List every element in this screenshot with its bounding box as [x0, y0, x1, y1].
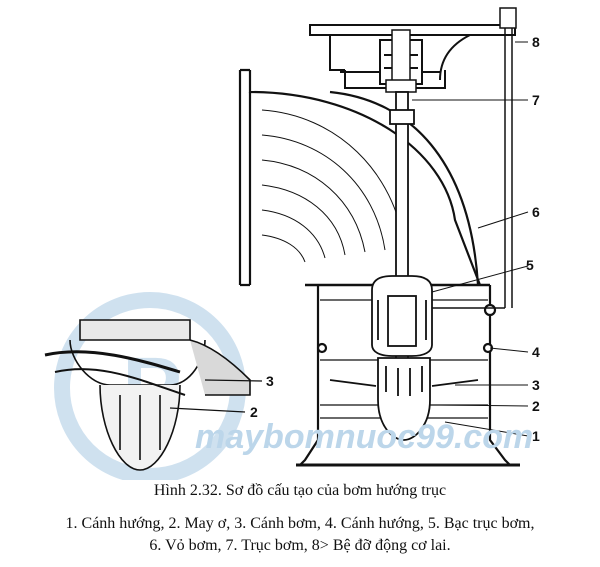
callout-8: 8: [532, 34, 540, 50]
legend-line-2: 6. Vỏ bơm, 7. Trục bơm, 8> Bệ đỡ động cơ…: [149, 537, 451, 554]
inset-impeller: [44, 319, 263, 471]
callout-7: 7: [532, 92, 540, 108]
callout-4: 4: [532, 344, 540, 360]
lubrication-pipe: [432, 7, 517, 309]
pump-casing: [238, 68, 490, 287]
pump-diagram: P: [44, 7, 540, 480]
callout-5: 5: [526, 257, 534, 273]
inset-callout-2: 2: [250, 404, 258, 420]
inset-callout-3: 3: [266, 373, 274, 389]
callout-1: 1: [532, 428, 540, 444]
callout-2: 2: [532, 398, 540, 414]
figure-caption: Hình 2.32. Sơ đồ cấu tạo của bơm hướng t…: [153, 482, 447, 499]
impeller-hub: [329, 357, 479, 441]
shaft-bearing: [371, 275, 433, 357]
motor-support-frame: [309, 24, 516, 89]
figure-legend: 1. Cánh hướng, 2. May ơ, 3. Cánh bơm, 4.…: [0, 513, 600, 557]
callout-6: 6: [532, 204, 540, 220]
coupling: [385, 29, 417, 93]
leader-lines: [412, 41, 529, 437]
callout-3: 3: [532, 377, 540, 393]
legend-line-1: 1. Cánh hướng, 2. May ơ, 3. Cánh bơm, 4.…: [65, 515, 535, 532]
watermark-text: maybomnuoc99.com: [195, 418, 533, 456]
